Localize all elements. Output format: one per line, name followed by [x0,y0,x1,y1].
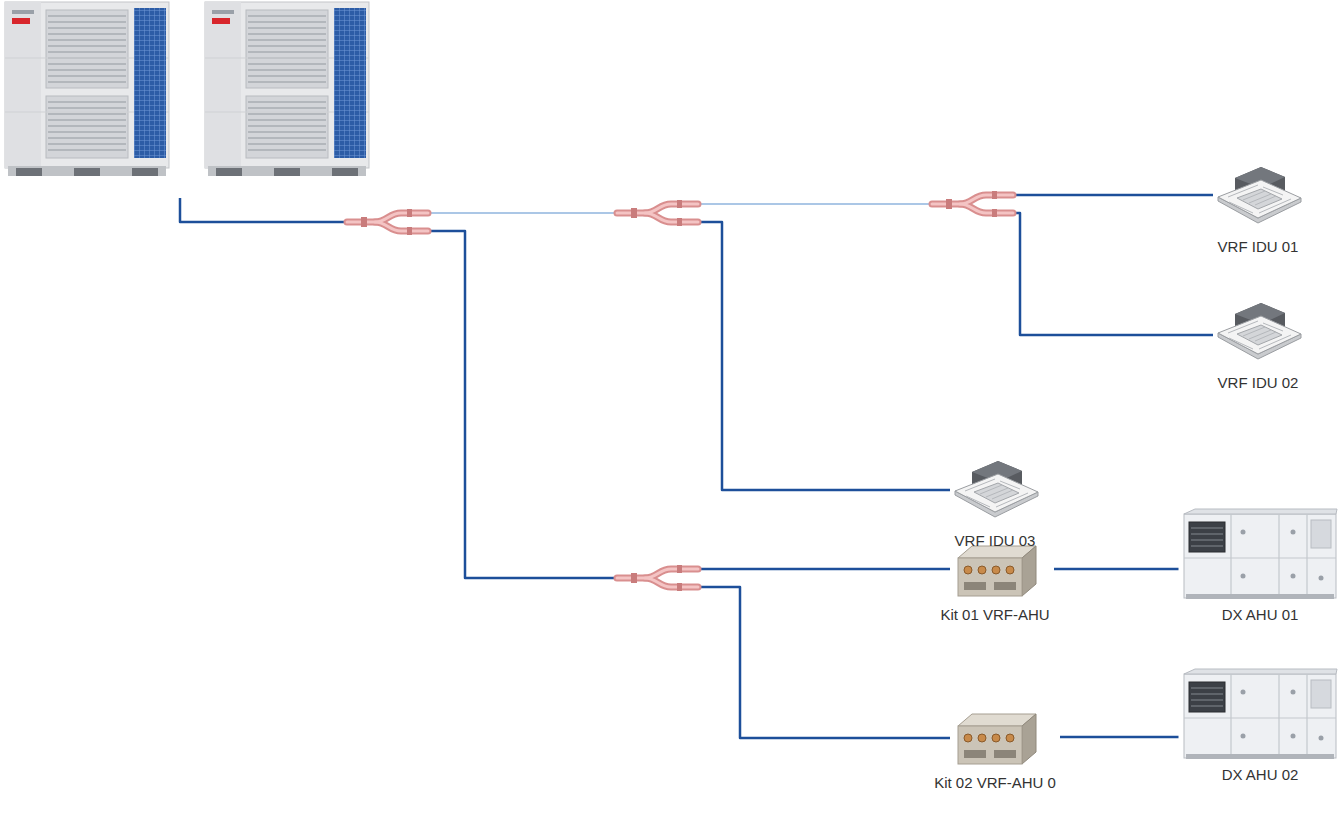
panel-handle [1318,576,1323,581]
grille-lines [1228,185,1291,213]
branch-pipe [701,222,950,490]
ahu-base [1186,594,1334,599]
branch-pipe [701,203,932,205]
kit-front [958,726,1022,764]
cassette-node: VRF IDU 01 [1209,162,1307,256]
cassette-unit [1218,303,1301,359]
pipe-stub [978,734,986,742]
ahu-unit [1184,509,1337,599]
main-pipe [180,198,347,222]
panel-handle [1240,574,1245,579]
kit-illustration [950,706,1040,768]
panel-handle [1290,574,1295,579]
branch-pipe [701,568,950,571]
cassette-panel [955,474,1038,512]
refnet-joint [347,209,428,235]
outdoor-unit [5,2,169,176]
intake-louvres [1191,688,1223,706]
cassette-node: VRF IDU 03 [946,456,1044,550]
unit-label: DX AHU 01 [1222,606,1299,624]
ahu-unit [1184,669,1337,759]
intake-louvres [1191,528,1223,546]
outdoor-unit [205,2,369,176]
cassette-illustration [1213,162,1303,232]
ahu-vent [1311,680,1331,708]
branch-pipe [431,212,617,214]
kit-node: Kit 02 VRF-AHU 0 [930,706,1060,792]
ahu-node: DX AHU 02 [1179,668,1342,784]
branch-pipe [1016,194,1213,197]
cassette-illustration [950,456,1040,526]
panel-handle [1290,690,1295,695]
refnet-joint [617,565,698,591]
kit-terminal [964,582,986,590]
ahu-body [1184,514,1336,598]
kit-terminal [994,582,1016,590]
unit-label: VRF IDU 01 [1218,238,1299,256]
panel-handle [1240,734,1245,739]
kit-side [1022,714,1036,764]
connector-pipe [1060,736,1179,739]
ahu-vent [1311,520,1331,548]
pipe-stub [964,566,972,574]
unit-label: DX AHU 02 [1222,766,1299,784]
pipe-stub [964,734,972,742]
ahu-intake [1189,522,1225,552]
panel-seams [1184,674,1336,758]
refnet-joint [617,200,698,226]
branch-pipe [1016,213,1213,335]
refnet-joint [932,191,1013,217]
cassette-unit [1218,167,1301,223]
kit-box [958,714,1036,764]
cassette-node: VRF IDU 02 [1209,298,1307,392]
ahu-node: DX AHU 01 [1179,508,1342,624]
ahu-top [1184,669,1337,674]
grille-lines [1228,321,1291,349]
cassette-panel [1218,180,1301,218]
kit-box [958,546,1036,596]
pipe-stub [992,566,1000,574]
pipe-stub [978,566,986,574]
branch-pipe [431,231,617,578]
cassette-unit [955,461,1038,517]
panel-seams [1184,514,1336,598]
panel-handle [1240,530,1245,535]
unit-label: Kit 02 VRF-AHU 0 [934,774,1056,792]
branch-pipe [701,587,950,738]
cassette-panel [1218,316,1301,354]
panel-handle [1290,734,1295,739]
kit-terminal [964,750,986,758]
unit-label: Kit 01 VRF-AHU [940,606,1049,624]
ahu-illustration [1183,668,1338,760]
panel-handle [1240,690,1245,695]
kit-side [1022,546,1036,596]
grille-lines [965,479,1028,507]
panel-handle [1318,736,1323,741]
kit-node: Kit 01 VRF-AHU [936,538,1054,624]
cassette-illustration [1213,298,1303,368]
kit-terminal [994,750,1016,758]
kit-front [958,558,1022,596]
ahu-top [1184,509,1337,514]
unit-label: VRF IDU 02 [1218,374,1299,392]
ahu-illustration [1183,508,1338,600]
pipe-stub [992,734,1000,742]
unit-label: VRF IDU 03 [955,532,1036,550]
pipe-stub [1006,734,1014,742]
ahu-intake [1189,682,1225,712]
panel-handle [1290,530,1295,535]
pipe-stub [1006,566,1014,574]
connector-pipe [1054,568,1179,571]
ahu-body [1184,674,1336,758]
refrigerant-pipes [180,195,1213,738]
ahu-base [1186,754,1334,759]
